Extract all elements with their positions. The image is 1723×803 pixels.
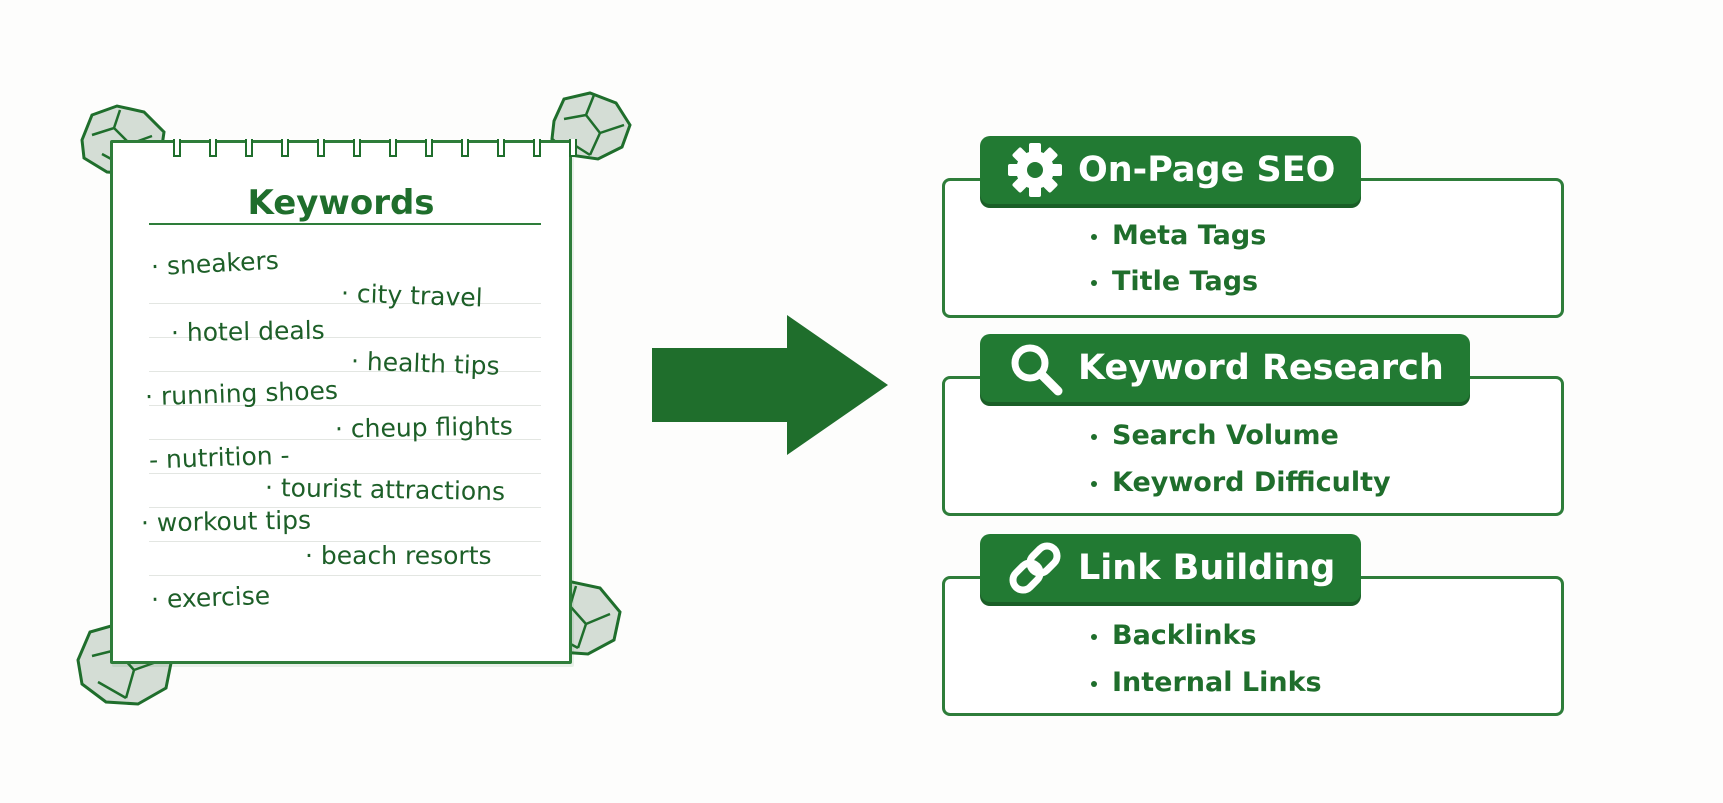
keyword-item: · sneakers [150,245,280,282]
category-item: Search Volume [1112,420,1339,451]
binding-ring [497,139,505,157]
binding-ring [389,139,397,157]
ruled-line [149,303,541,304]
category-title: Keyword Research [1078,348,1444,388]
binding-ring [353,139,361,157]
keyword-item: · tourist attractions [264,472,506,507]
keyword-item: · city travel [340,278,484,313]
category-item: Internal Links [1112,667,1322,698]
bullet-dot [1091,481,1097,487]
title-underline [149,223,541,225]
category-header-link-building: Link Building [980,534,1362,602]
binding-ring [533,139,541,157]
keyword-item: - nutrition - [148,440,291,475]
chain-link-icon [1006,539,1064,597]
keyword-item: · beach resorts [305,541,492,570]
ruled-line [149,473,541,474]
bullet-dot [1091,434,1097,440]
category-item: Backlinks [1112,620,1257,651]
keyword-item: · hotel deals [170,315,325,348]
category-item: Meta Tags [1112,220,1267,251]
binding-ring [281,139,289,157]
gear-icon [1006,141,1064,199]
category-header-on-page-seo: On-Page SEO [980,136,1362,204]
binding-ring [317,139,325,157]
bullet-dot [1091,280,1097,286]
ruled-line [149,337,541,338]
ruled-line [149,439,541,440]
ruled-line [149,507,541,508]
bullet-dot [1091,634,1097,640]
binding-ring [569,139,577,157]
notepad-title: Keywords [247,183,435,223]
binding-ring [173,139,181,157]
spiral-binding [173,139,633,159]
binding-ring [245,139,253,157]
binding-ring [425,139,433,157]
category-header-keyword-research: Keyword Research [980,334,1470,402]
bullet-dot [1091,234,1097,240]
keywords-notepad: Keywords · sneakers · city travel · hote… [110,139,577,664]
keyword-item: · workout tips [140,505,312,538]
magnifier-icon [1006,339,1064,397]
binding-ring [461,139,469,157]
category-title: On-Page SEO [1078,150,1336,190]
category-item: Title Tags [1112,266,1259,297]
keyword-item: · exercise [150,580,271,615]
category-item: Keyword Difficulty [1112,467,1391,498]
keyword-item: · health tips [350,346,501,381]
category-title: Link Building [1078,548,1336,588]
bullet-dot [1091,681,1097,687]
binding-ring [209,139,217,157]
ruled-line [149,575,541,576]
keyword-item: · cheup flights [334,411,514,444]
ruled-line [149,371,541,372]
ruled-line [149,405,541,406]
right-arrow [652,315,888,455]
ruled-line [149,541,541,542]
